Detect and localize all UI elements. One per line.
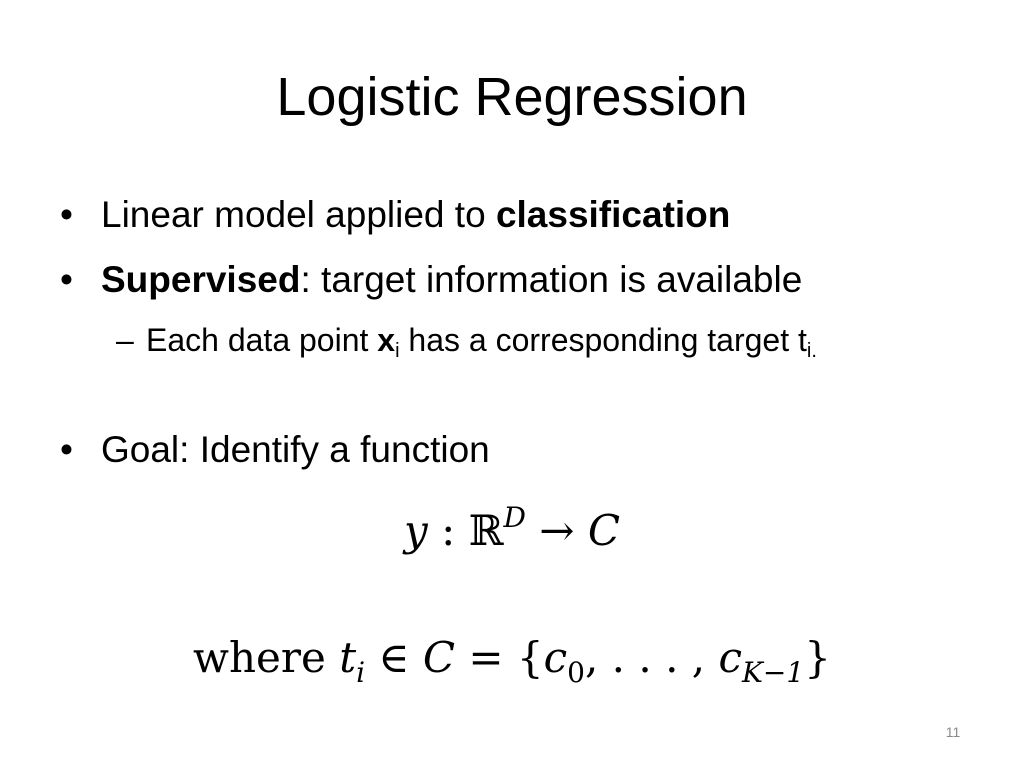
subscript-i: i bbox=[395, 340, 400, 362]
math-d: D bbox=[503, 501, 526, 534]
slide-title: Logistic Regression bbox=[276, 67, 748, 127]
bullet-text-plain: : target information is available bbox=[300, 259, 803, 300]
math-sub-k: K−1 bbox=[742, 656, 804, 689]
equation-function-mapping: y : ℝD → C bbox=[0, 503, 1024, 559]
math-c0: c bbox=[543, 633, 568, 682]
bullet-text: Linear model applied to classification bbox=[101, 193, 730, 237]
sub-bullet-text: Each data point xi has a corresponding t… bbox=[146, 320, 966, 362]
math-equals: = { bbox=[454, 633, 544, 682]
math-where: where bbox=[193, 633, 340, 682]
math-in: ∈ bbox=[365, 633, 423, 682]
sub-bullet-middle: has a corresponding target t bbox=[399, 322, 807, 358]
math-close-brace: } bbox=[804, 633, 831, 682]
bullet-icon: • bbox=[60, 194, 73, 235]
sub-bullet-prefix: Each data point bbox=[146, 322, 378, 358]
math-reals: ℝ bbox=[468, 506, 504, 555]
math-arrow: → bbox=[525, 506, 588, 555]
math-c: C bbox=[587, 506, 620, 555]
page-number: 11 bbox=[945, 724, 961, 740]
dash-icon: – bbox=[116, 322, 134, 358]
bullet-text: Supervised: target information is availa… bbox=[101, 258, 802, 302]
math-set-c: C bbox=[422, 633, 455, 682]
math-sup-d: D bbox=[504, 501, 526, 534]
bullet-text-bold: Supervised bbox=[101, 259, 301, 300]
math-sub-i: i bbox=[356, 656, 365, 689]
variable-x: x bbox=[377, 322, 396, 358]
math-t: t bbox=[339, 633, 357, 682]
bullet-text-plain: Linear model applied to bbox=[101, 194, 496, 235]
subscript-i-end: i. bbox=[806, 340, 817, 362]
bullet-text: Goal: Identify a function bbox=[101, 429, 490, 470]
bullet-icon: • bbox=[60, 429, 73, 470]
equation-target-set: where ti ∈ C = {c0, . . . , cK−1} bbox=[0, 630, 1024, 689]
bullet-text-bold: classification bbox=[495, 194, 731, 235]
math-dots: , . . . , bbox=[584, 633, 719, 682]
bullet-icon: • bbox=[60, 259, 73, 300]
math-i: i bbox=[356, 656, 366, 689]
math-k-minus-1: K−1 bbox=[742, 656, 805, 689]
math-sub-0: 0 bbox=[567, 656, 585, 689]
math-colon: : bbox=[427, 506, 469, 555]
math-y: y bbox=[404, 506, 428, 555]
math-ck: c bbox=[718, 633, 743, 682]
